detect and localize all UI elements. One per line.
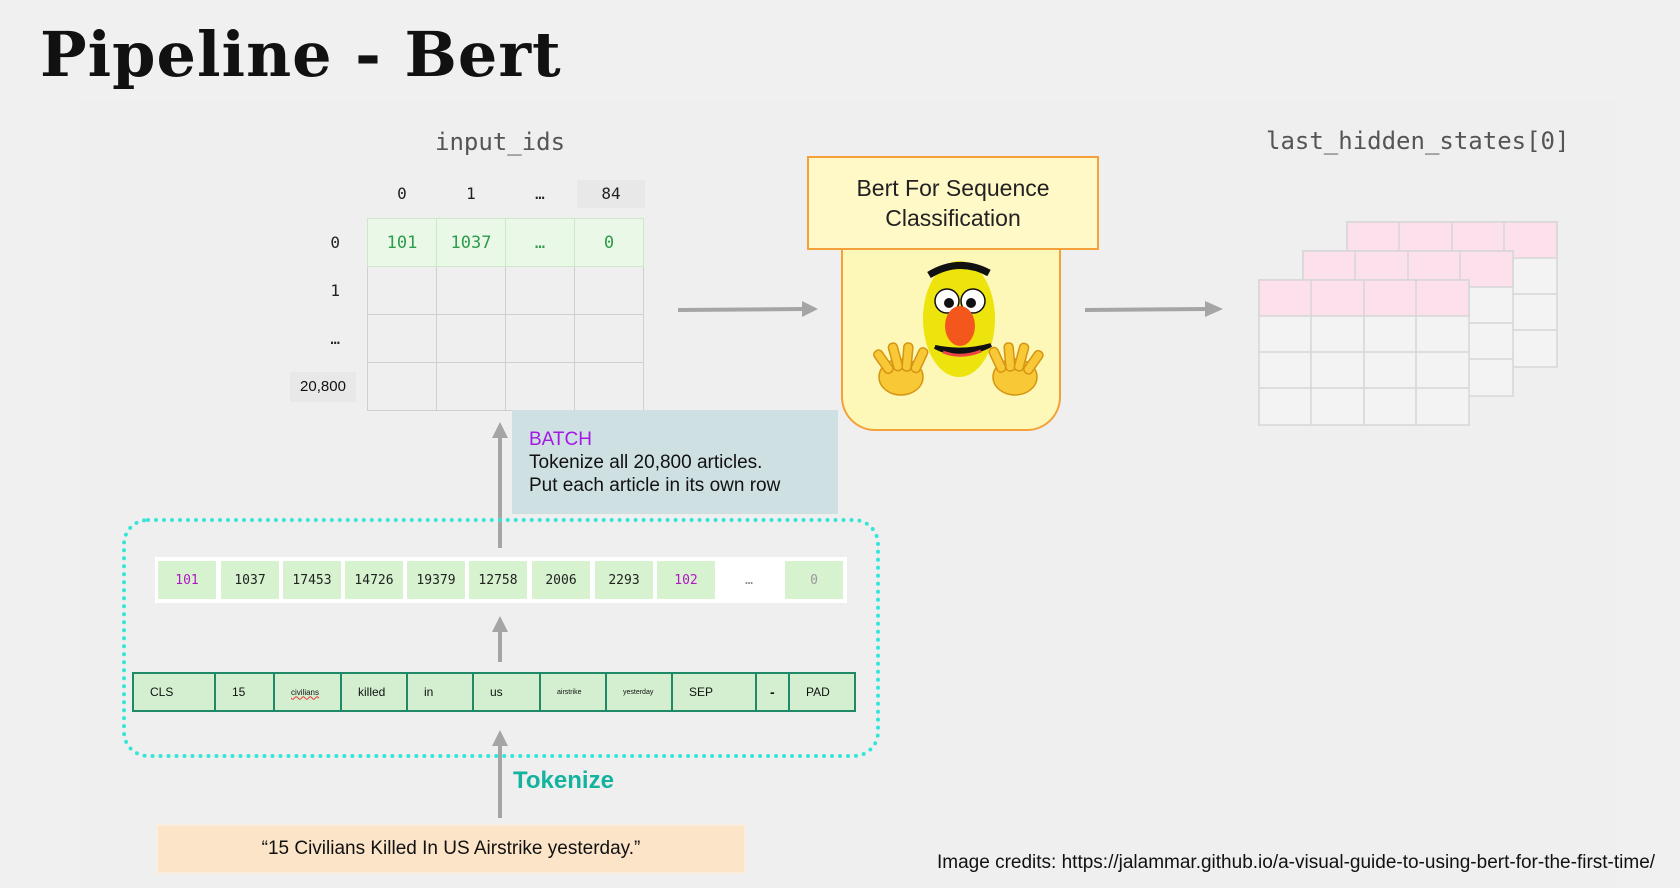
grid-cell (574, 362, 644, 411)
token-id-cell: 17453 (283, 561, 341, 599)
last-hidden-states-label: last_hidden_states[0] (1266, 127, 1570, 155)
token-ids-bar: 101 1037 17453 14726 19379 12758 2006 22… (155, 557, 847, 603)
grid-cell (436, 362, 506, 411)
grid-cell: 101 (367, 218, 437, 267)
grid-cell: … (505, 218, 575, 267)
col-header: 84 (577, 180, 645, 208)
token-id-cell: 12758 (469, 561, 527, 599)
grid-cell (574, 266, 644, 315)
input-ids-grid: 101 1037 … 0 (367, 218, 644, 411)
grid-cell (367, 314, 437, 363)
grid-cell (436, 266, 506, 315)
col-header: 1 (466, 184, 476, 203)
grid-cell: 0 (574, 218, 644, 267)
col-header: 0 (397, 184, 407, 203)
grid-cell (505, 314, 575, 363)
row-header: … (330, 329, 340, 348)
token-id-cell: 2293 (595, 561, 653, 599)
batch-line-1: Tokenize all 20,800 articles. (529, 452, 763, 473)
bert-model-body (841, 249, 1061, 431)
token-cell: killed (340, 672, 408, 712)
token-id-cell: 101 (158, 561, 216, 599)
grid-cell (436, 314, 506, 363)
token-id-cell: 102 (657, 561, 715, 599)
hidden-states-tensor-icon (1258, 221, 1558, 426)
bert-model-label-box: Bert For Sequence Classification (807, 156, 1099, 250)
token-id-cell: 1037 (221, 561, 279, 599)
token-cell: - (755, 672, 791, 712)
token-cell: airstrike (539, 672, 607, 712)
token-id-cell: 2006 (532, 561, 590, 599)
arrow-right-icon (677, 301, 818, 317)
token-cell: CLS (132, 672, 216, 712)
arrow-up-icon (492, 422, 508, 548)
tokenization-group (122, 518, 880, 758)
row-header: 20,800 (290, 372, 356, 402)
input-sentence: “15 Civilians Killed In US Airstrike yes… (156, 824, 746, 874)
token-cell: PAD (788, 672, 856, 712)
token-cell: in (406, 672, 474, 712)
token-id-cell: … (720, 561, 778, 599)
row-header: 1 (330, 281, 340, 300)
bert-face-icon (873, 261, 1044, 396)
grid-cell (367, 266, 437, 315)
batch-callout: BATCH Tokenize all 20,800 articles. Put … (512, 410, 838, 514)
token-cell: yesterday (605, 672, 673, 712)
grid-cell (574, 314, 644, 363)
token-cell: SEP (671, 672, 757, 712)
token-id-cell: 0 (785, 561, 843, 599)
row-header: 0 (330, 233, 340, 252)
page-title: Pipeline - Bert (40, 18, 562, 91)
grid-cell (505, 266, 575, 315)
arrow-right-icon (1084, 301, 1223, 317)
batch-heading: BATCH (529, 429, 592, 450)
token-id-cell: 14726 (345, 561, 403, 599)
token-id-cell: 19379 (407, 561, 465, 599)
token-cell: civilians (273, 672, 342, 712)
token-cell: 15 (214, 672, 275, 712)
tokenize-label: Tokenize (513, 767, 614, 794)
arrow-up-icon (492, 616, 508, 662)
col-header: … (535, 184, 545, 203)
grid-cell: 1037 (436, 218, 506, 267)
input-ids-label: input_ids (435, 128, 566, 156)
grid-cell (367, 362, 437, 411)
batch-line-2: Put each article in its own row (529, 475, 781, 496)
image-credits: Image credits: https://jalammar.github.i… (937, 852, 1656, 873)
grid-cell (505, 362, 575, 411)
token-cell: us (472, 672, 541, 712)
bert-model-label: Bert For Sequence Classification (856, 175, 1050, 231)
